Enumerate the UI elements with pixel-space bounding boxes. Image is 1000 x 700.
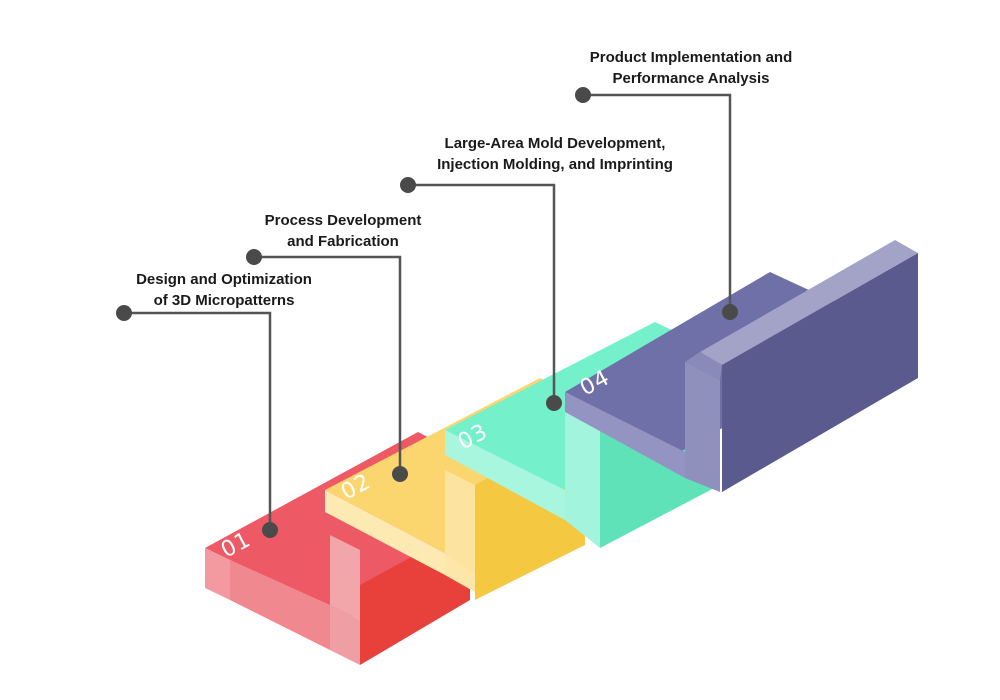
connector-lines <box>124 93 732 530</box>
connector-dot <box>262 522 278 538</box>
step-02-label: Process Development and Fabrication <box>230 210 456 252</box>
step-04-label-line1: Product Implementation and <box>589 49 793 66</box>
step-03-label-line1: Large-Area Mold Development, <box>444 135 666 152</box>
step-01-label: Design and Optimization of 3D Micropatte… <box>104 269 344 311</box>
connector-dot <box>116 305 132 321</box>
step-04-label-line2: Performance Analysis <box>612 70 770 87</box>
step-02-label-line1: Process Development <box>264 212 422 229</box>
step-03-label-line2: Injection Molding, and Imprinting <box>437 156 673 173</box>
connector-dot <box>722 304 738 320</box>
connector-04 <box>583 93 732 312</box>
connector-dot <box>400 177 416 193</box>
connector-dot <box>546 395 562 411</box>
connector-dot <box>392 466 408 482</box>
connector-02 <box>254 255 402 474</box>
step-02-label-line2: and Fabrication <box>287 233 399 250</box>
connector-dots <box>116 87 738 538</box>
connector-dot <box>575 87 591 103</box>
step-01-label-line1: Design and Optimization <box>136 271 312 288</box>
step-03-label: Large-Area Mold Development, Injection M… <box>412 133 698 175</box>
connector-03 <box>408 183 556 403</box>
step-04-label: Product Implementation and Performance A… <box>566 47 816 89</box>
step-01-label-line2: of 3D Micropatterns <box>153 292 295 309</box>
connector-dot <box>246 249 262 265</box>
connector-01 <box>124 311 272 530</box>
step-04-block <box>565 240 918 492</box>
